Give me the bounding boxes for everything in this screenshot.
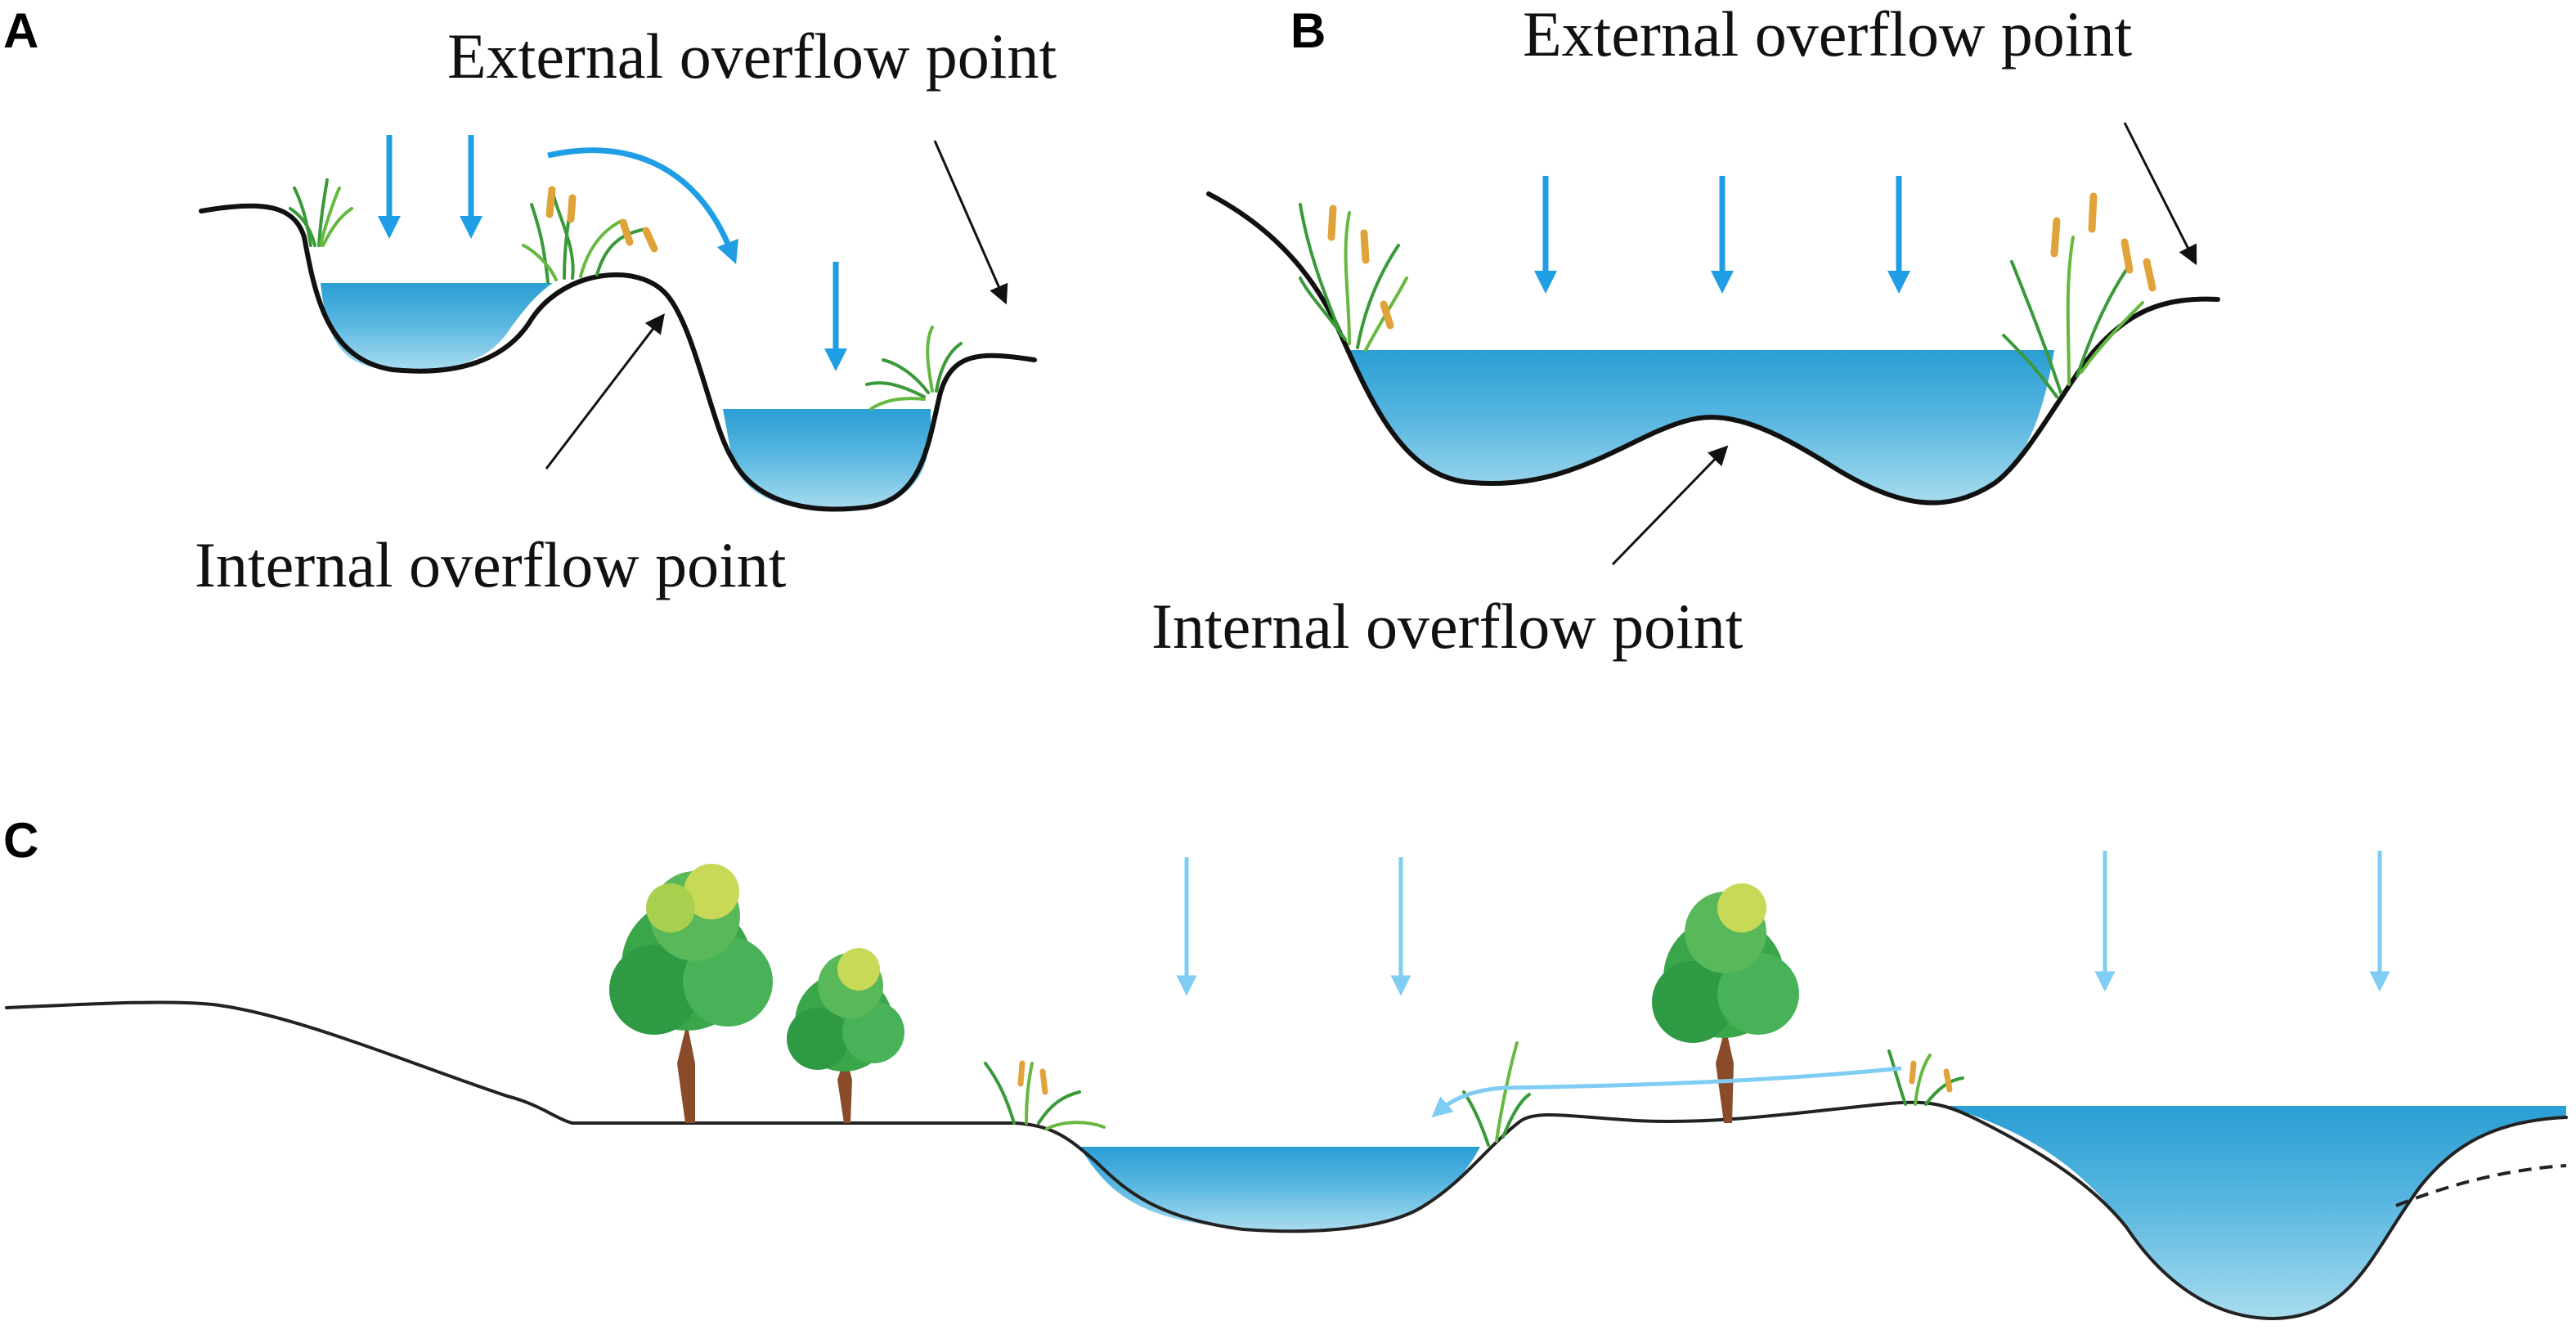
panel-b: B External overf <box>1151 0 2220 662</box>
panel-a-grass-right <box>865 326 963 411</box>
panel-a-right-pond-water <box>723 409 931 510</box>
panel-c-grass-3 <box>1887 1049 1964 1106</box>
panel-b-vegetation-right <box>2002 192 2156 398</box>
panel-b-external-pointer <box>2123 122 2197 266</box>
panel-a-internal-label: Internal overflow point <box>195 529 787 600</box>
panel-c-grass-1 <box>984 1060 1106 1130</box>
panel-c-middle-pond-water <box>1079 1147 1480 1230</box>
panel-b-letter: B <box>1290 3 1326 58</box>
panel-a-grass-left <box>289 178 353 247</box>
panel-b-internal-pointer <box>1611 445 1729 566</box>
panel-b-pond-water <box>1349 350 2054 503</box>
panel-a-external-pointer <box>933 140 1008 305</box>
panel-a: A <box>3 3 1057 600</box>
panel-b-vegetation-left <box>1299 203 1408 352</box>
panel-c-tree-2 <box>787 948 904 1123</box>
panel-a-letter: A <box>3 3 38 58</box>
panel-c-tree-3 <box>1652 883 1799 1123</box>
panel-c-ground-line <box>5 1000 2568 1320</box>
panel-a-ground-line <box>199 203 1037 512</box>
panel-c-letter: C <box>3 813 38 868</box>
panel-b-ground-line <box>1206 191 2220 505</box>
panel-c-right-pond-water <box>1945 1106 2566 1319</box>
panel-a-grass-middle <box>522 186 658 284</box>
panel-a-overflow-arrow <box>547 147 738 265</box>
panel-a-external-label: External overflow point <box>447 20 1057 92</box>
panel-b-internal-label: Internal overflow point <box>1151 591 1744 662</box>
panel-c-tree-1 <box>609 864 773 1123</box>
panel-c-groundwater-line <box>2395 1164 2567 1207</box>
panel-a-internal-pointer <box>545 313 665 470</box>
panel-c-overflow-arrow <box>1431 1066 1902 1118</box>
panel-b-external-label: External overflow point <box>1523 0 2132 70</box>
panel-a-left-pond-water <box>321 283 553 371</box>
panel-c: C <box>3 813 2568 1320</box>
